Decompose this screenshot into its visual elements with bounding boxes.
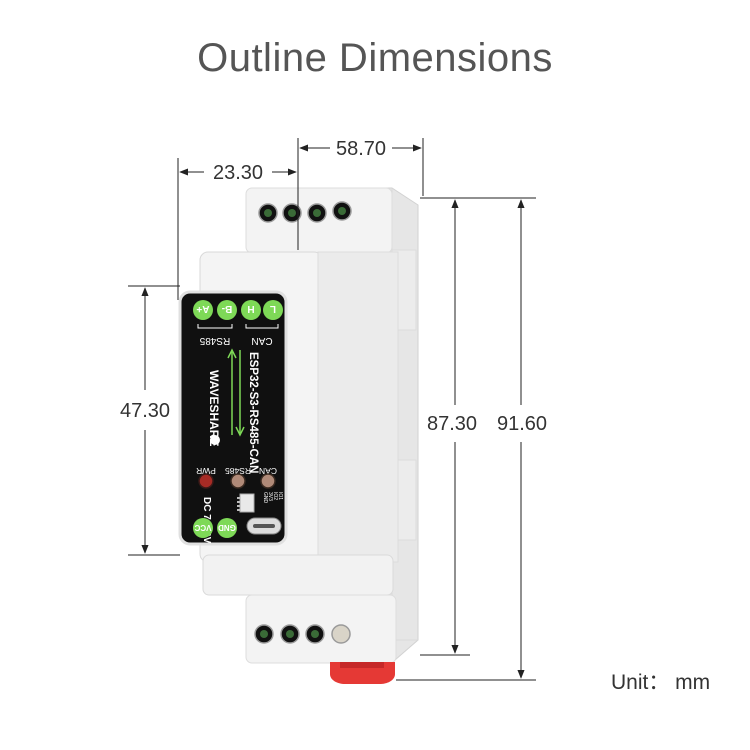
io-pin-label: GND [262,492,268,504]
terminal-label: B- [222,303,233,314]
terminal-label: VCC [194,523,211,532]
rs485-led [230,473,246,489]
led-label: CAN [259,466,277,476]
dimension-offset-width: 23.30 [213,162,263,184]
brand-logo-icon [210,435,220,445]
terminal-label: L [270,303,276,314]
brand-label: WAVESHARE [207,370,221,446]
io-pin-labels: GND 3V3 IO2 IO1 [262,492,283,504]
page-title: Outline Dimensions [197,36,553,80]
led-label: RS485 [225,466,251,476]
dimension-body-height: 87.30 [427,413,477,435]
can-led [260,473,276,489]
dimension-values: 58.70 23.30 47.30 87.30 91.60 [120,138,547,435]
front-panel [178,290,288,546]
unit-label: Unit： mm [611,671,711,694]
io-header [237,493,255,513]
lower-housing [202,554,394,596]
io-pin-label: IO2 [272,492,278,500]
led-label: PWR [196,466,216,476]
terminal-label: H [247,303,254,314]
dimension-total-height: 91.60 [497,413,547,435]
dimension-top-width: 58.70 [336,138,386,160]
terminal-label: GND [218,523,236,532]
pwr-led [198,473,214,489]
can-group-label: CAN [251,335,272,346]
io-pin-label: IO1 [277,492,283,500]
dimension-front-height: 47.30 [120,400,170,422]
top-terminal-markers: A+ B- H L [193,300,283,320]
io-pin-label: 3V3 [267,492,273,501]
terminal-label: A+ [196,303,209,314]
device: A+ B- H L RS485 CAN WAVESHARE ESP32-S3-R… [178,187,419,684]
dimension-lines [128,138,536,681]
top-screw-holes [258,201,352,223]
model-label: ESP32-S3-RS485-CAN [247,352,259,473]
bottom-screw-holes [254,624,351,644]
rs485-group-label: RS485 [199,335,230,346]
